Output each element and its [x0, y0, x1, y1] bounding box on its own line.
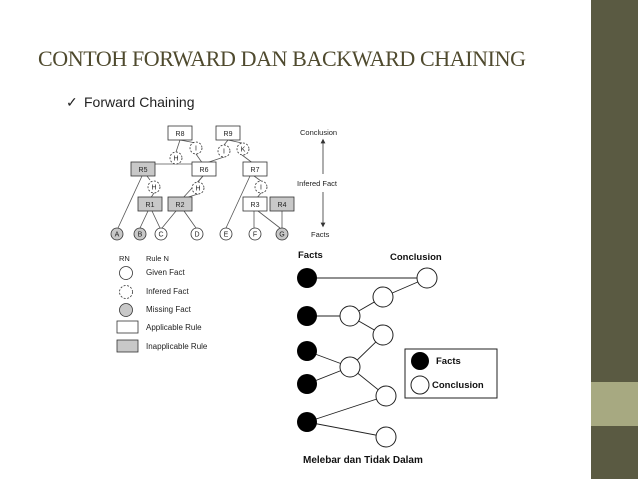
- legend-label: Inapplicable Rule: [146, 342, 208, 351]
- fact-label: F: [253, 232, 257, 239]
- fact-label: D: [194, 232, 199, 239]
- fact-node-b: [133, 227, 147, 241]
- legend-missing-fact-icon: [119, 303, 133, 317]
- inferred-fact-label: H: [195, 186, 200, 193]
- fact-node-a: [110, 227, 124, 241]
- top-rule-boxes: [130, 125, 295, 212]
- legend-label: Applicable Rule: [146, 323, 202, 332]
- bottom-legend-fact-icon: [411, 352, 429, 370]
- bottom-conclusion-label: Conclusion: [390, 252, 442, 263]
- legend-inapplicable-rule-icon: [116, 339, 139, 353]
- fact-label: B: [138, 232, 143, 239]
- level-label-conclusion: Conclusion: [300, 128, 337, 137]
- rule-box-r6: [191, 161, 217, 177]
- bottom-conclusion-nodes: [339, 267, 438, 448]
- inferred-fact-node: [189, 141, 203, 155]
- level-label-infered: Infered Fact: [297, 179, 338, 188]
- bottom-conclusion-node: [375, 385, 397, 407]
- bottom-conclusion-node: [372, 286, 394, 308]
- legend-label: Infered Fact: [146, 287, 189, 296]
- bottom-fact-node: [297, 268, 317, 288]
- bottom-fact-node: [297, 412, 317, 432]
- inferred-fact-node: [236, 142, 250, 156]
- bottom-facts-label: Facts: [298, 250, 323, 261]
- level-label-facts: Facts: [311, 230, 330, 239]
- top-diagram-lines: [117, 139, 283, 229]
- legend-infered-fact-icon: [119, 285, 133, 299]
- bottom-fact-node: [297, 306, 317, 326]
- rule-box-r4: [269, 196, 295, 212]
- bottom-conclusion-node: [372, 324, 394, 346]
- bottom-conclusion-node: [339, 356, 361, 378]
- rule-box-r2: [167, 196, 193, 212]
- bullet-label: Forward Chaining: [84, 94, 195, 110]
- rule-box-r3: [242, 196, 268, 212]
- top-inferred-circles: [147, 141, 268, 195]
- top-fact-labels: A B C D E F G: [115, 232, 285, 239]
- inferred-fact-label: H: [151, 185, 156, 192]
- fact-label: E: [224, 232, 229, 239]
- rule-label: R9: [224, 131, 233, 138]
- check-icon: ✓: [66, 94, 78, 110]
- inferred-fact-node: [254, 180, 268, 194]
- bottom-legend-conclusion: Conclusion: [432, 380, 484, 391]
- rule-box-r5: [130, 161, 156, 177]
- inferred-fact-label: K: [241, 147, 246, 154]
- bottom-legend: Facts Conclusion: [404, 348, 498, 399]
- legend-label: Given Fact: [146, 268, 185, 277]
- rule-box-r1: [137, 196, 163, 212]
- inferred-fact-node: [191, 181, 205, 195]
- bottom-fact-node: [297, 341, 317, 361]
- top-fact-circles: [110, 227, 289, 241]
- legend-header-rule: Rule N: [146, 254, 169, 263]
- rule-box-r9: [215, 125, 241, 141]
- bottom-conclusion-node: [375, 426, 397, 448]
- fact-node-g: [275, 227, 289, 241]
- legend-label: Missing Fact: [146, 305, 192, 314]
- inferred-fact-node: [169, 151, 183, 165]
- top-rule-labels: R8 R9 R5 R6 R7 R1 R2 R3 R4: [139, 131, 287, 209]
- rule-label: R6: [200, 167, 209, 174]
- inferred-fact-label: H: [173, 156, 178, 163]
- legend-header-rn: RN: [119, 254, 130, 263]
- fact-label: C: [158, 232, 163, 239]
- level-axis: Conclusion Infered Fact Facts: [297, 128, 338, 239]
- bottom-fact-node: [297, 374, 317, 394]
- inferred-fact-label: I: [223, 149, 225, 156]
- sidebar-accent: [591, 382, 638, 426]
- inferred-fact-node: [217, 144, 231, 158]
- bottom-conclusion-node: [339, 305, 361, 327]
- legend-given-fact-icon: [119, 266, 133, 280]
- legend-applicable-rule-icon: [116, 320, 139, 334]
- bottom-fact-nodes: [297, 268, 317, 432]
- top-inferred-labels: H I I K H H I: [151, 146, 262, 193]
- slide-title: CONTOH FORWARD DAN BACKWARD CHAINING: [38, 46, 526, 71]
- rule-label: R2: [176, 202, 185, 209]
- rule-label: R7: [251, 167, 260, 174]
- fact-node-e: [219, 227, 233, 241]
- inferred-fact-label: I: [195, 146, 197, 153]
- rule-box-r8: [167, 125, 193, 141]
- rule-label: R4: [278, 202, 287, 209]
- rule-box-r7: [242, 161, 268, 177]
- rule-label: R8: [176, 131, 185, 138]
- fact-label: G: [279, 232, 284, 239]
- bottom-caption: Melebar dan Tidak Dalam: [303, 455, 423, 466]
- bullet-forward-chaining: ✓ Forward Chaining: [66, 94, 195, 111]
- rule-label: R3: [251, 202, 260, 209]
- legend: RN Rule N Given Fact Infered Fact Missin…: [116, 254, 208, 353]
- bottom-conclusion-node: [416, 267, 438, 289]
- fact-node-d: [190, 227, 204, 241]
- inferred-fact-node: [147, 180, 161, 194]
- rule-label: R5: [139, 167, 148, 174]
- bottom-legend-facts: Facts: [436, 356, 461, 367]
- fact-node-f: [248, 227, 262, 241]
- fact-label: A: [115, 232, 120, 239]
- fact-node-c: [154, 227, 168, 241]
- inferred-fact-label: I: [260, 185, 262, 192]
- rule-label: R1: [146, 202, 155, 209]
- bottom-legend-conclusion-icon: [410, 375, 430, 395]
